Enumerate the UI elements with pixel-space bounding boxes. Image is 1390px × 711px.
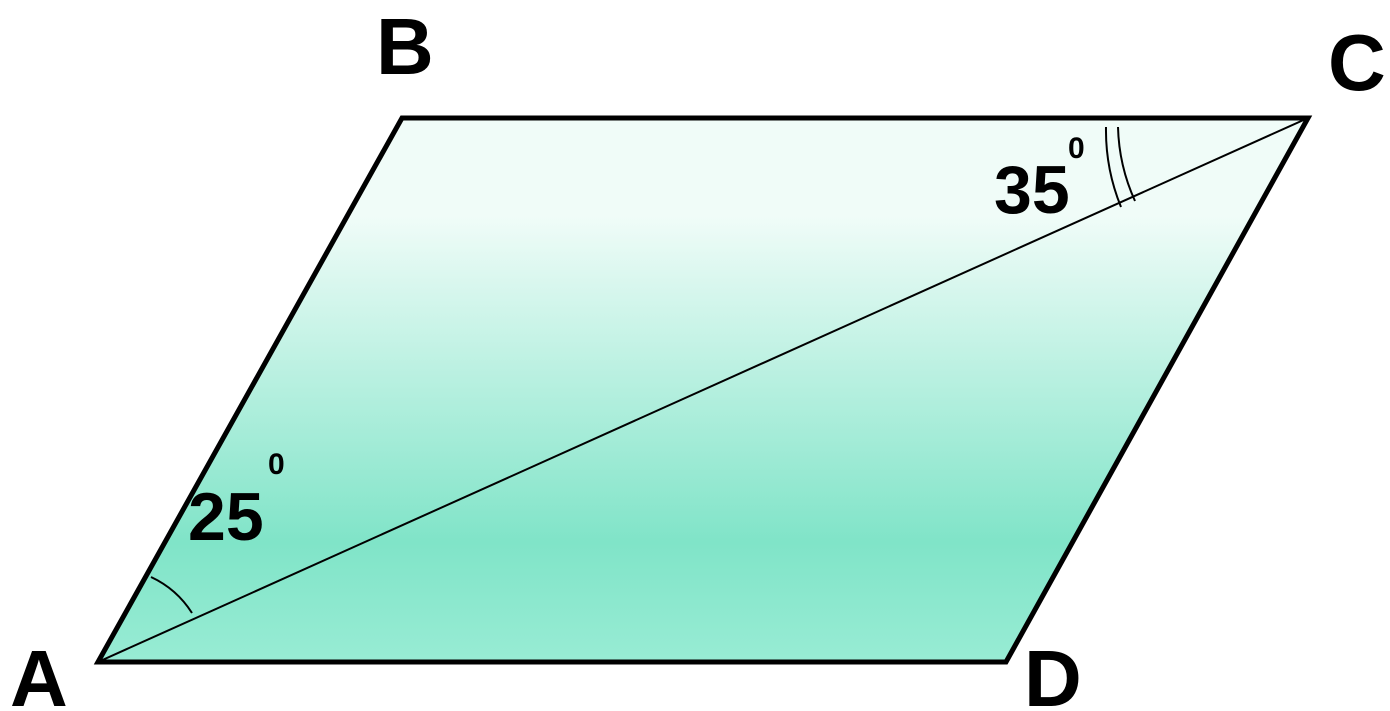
angle-label-c-unit: 0 [1068, 132, 1085, 165]
angle-arc-c-outer [1104, 126, 1122, 208]
angle-arc-a [150, 576, 193, 614]
angle-label-c-value: 35 [994, 152, 1070, 228]
angle-arc-c-inner [1117, 126, 1136, 202]
vertex-label-c: C [1328, 18, 1386, 107]
vertex-label-b: B [376, 2, 434, 91]
vertex-label-a: A [10, 634, 68, 711]
diagonal-ac [97, 117, 1309, 663]
vertex-label-d: D [1024, 634, 1082, 711]
angle-label-a-value: 25 [188, 479, 264, 555]
angle-label-a-unit: 0 [268, 448, 285, 481]
